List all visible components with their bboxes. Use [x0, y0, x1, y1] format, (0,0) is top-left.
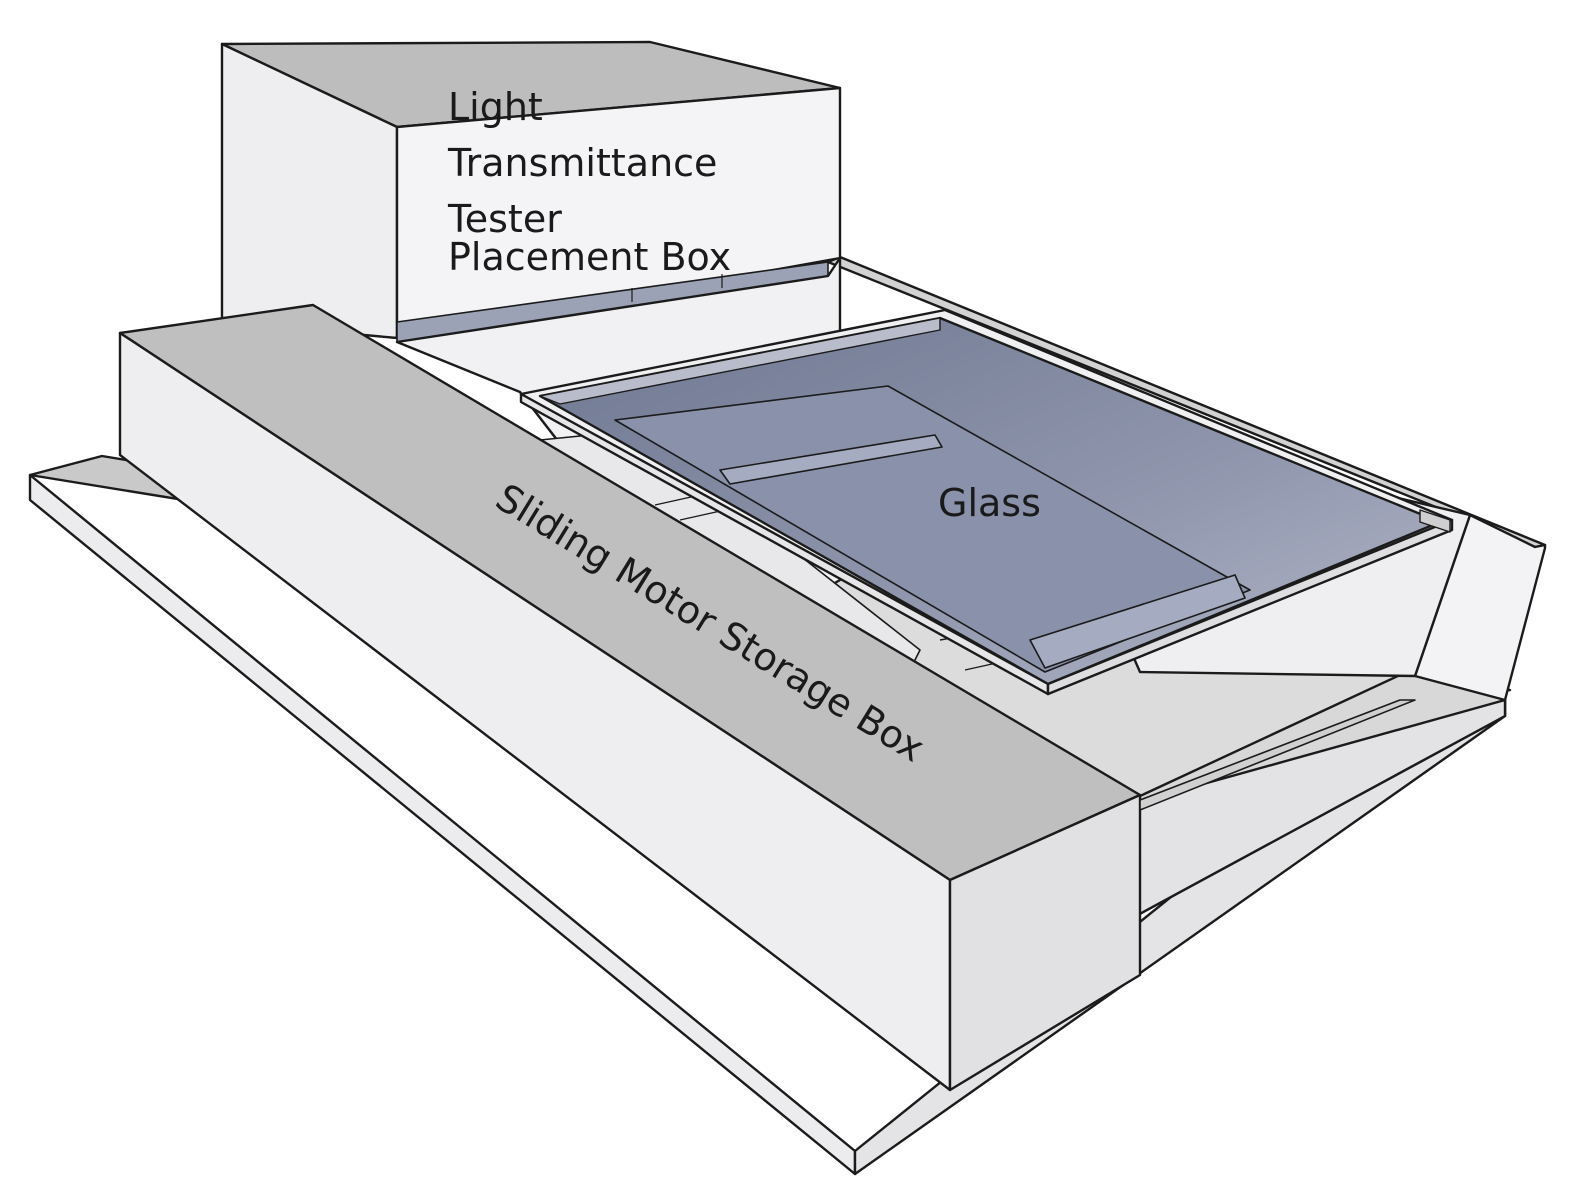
tester-box-label-line-2: Transmittance	[447, 141, 717, 185]
tester-box-label: Light Transmittance Tester Placement Box	[447, 85, 731, 279]
glass-assembly	[519, 308, 1454, 696]
tester-placement-box	[220, 40, 842, 343]
tester-box-label-line-3: Tester	[447, 197, 562, 241]
glass-label: Glass	[938, 481, 1041, 525]
right-step	[1139, 699, 1416, 811]
tester-box-label-line-1: Light	[448, 85, 543, 129]
tester-box-label-line-4: Placement Box	[448, 235, 731, 279]
motor-storage-box	[118, 303, 1142, 1092]
